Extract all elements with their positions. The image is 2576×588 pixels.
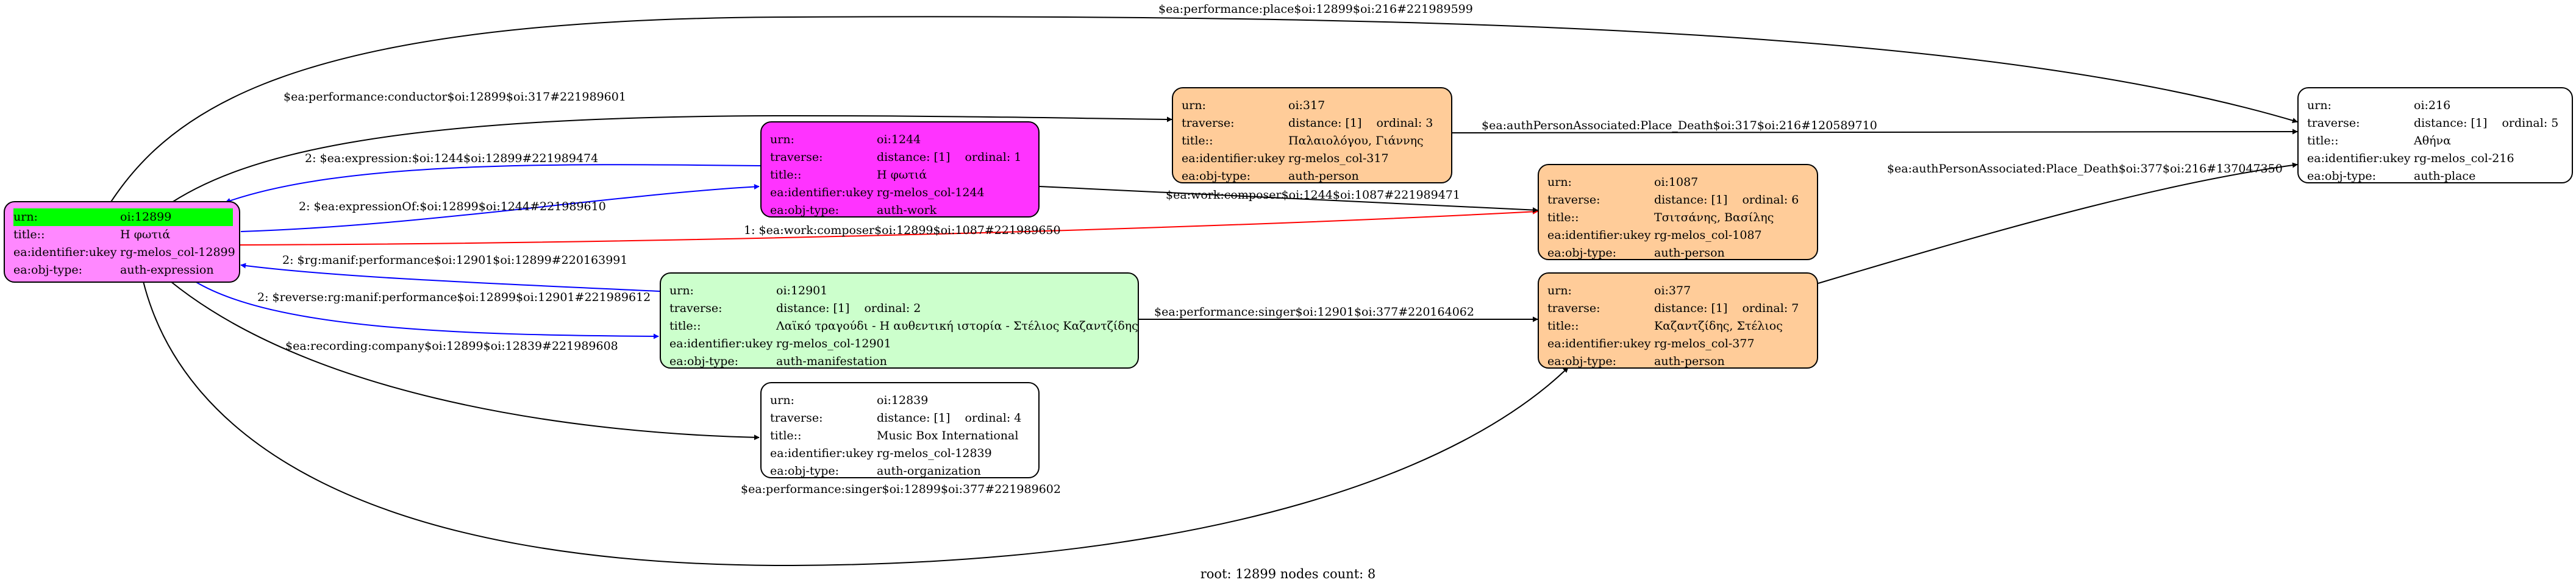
node-row-traverse: traverse:distance: [1]ordinal: 6 xyxy=(1547,193,1799,207)
node-row-title: title::Καζαντζίδης, Στέλιος xyxy=(1547,319,1783,333)
edge-place-death-377 xyxy=(1818,162,2298,284)
node-row-title: title::Η φωτιά xyxy=(13,228,171,241)
node-row-obj-type: ea:obj-type:auth-expression xyxy=(13,263,214,277)
node-row-title: title::Τσιτσάνης, Βασίλης xyxy=(1547,211,1774,224)
node-row-urn: urn:oi:1244 xyxy=(770,133,921,146)
node-row-traverse: traverse:distance: [1]ordinal: 2 xyxy=(669,302,921,315)
edge-work-composer-direct xyxy=(238,208,1538,246)
edge-label-expression: 2: $ea:expression:$oi:1244$oi:12899#2219… xyxy=(305,152,598,165)
node-row-obj-type: ea:obj-type:auth-place xyxy=(2307,169,2476,183)
node-row-urn: urn:oi:216 xyxy=(2307,99,2451,112)
node-row-obj-type: ea:obj-type:auth-manifestation xyxy=(669,355,887,368)
node-manifestation-12901[interactable]: urn:oi:12901 traverse:distance: [1]ordin… xyxy=(660,272,1139,369)
edge-expression xyxy=(225,164,761,204)
edge-manif-performance xyxy=(240,263,660,292)
node-row-urn: urn:oi:1087 xyxy=(1547,175,1699,189)
edge-label-reverse-manif-performance: 2: $reverse:rg:manif:performance$oi:1289… xyxy=(257,291,651,304)
node-person-317[interactable]: urn:oi:317 traverse:distance: [1]ordinal… xyxy=(1172,87,1452,183)
graph-footer: root: 12899 nodes count: 8 xyxy=(1200,567,1376,581)
node-row-urn: urn:oi:12839 xyxy=(770,394,929,407)
node-row-urn: urn:oi:12899 xyxy=(13,208,233,226)
edge-label-place-death-317: $ea:authPersonAssociated:Place_Death$oi:… xyxy=(1482,119,1877,132)
edge-label-performance-singer-manifestation: $ea:performance:singer$oi:12901$oi:377#2… xyxy=(1154,305,1474,319)
node-row-traverse: traverse:distance: [1]ordinal: 3 xyxy=(1182,116,1433,130)
node-row-title: title::Music Box International xyxy=(770,429,1019,442)
edge-label-performance-singer-expression: $ea:performance:singer$oi:12899$oi:377#2… xyxy=(741,483,1061,496)
node-row-title: title::Αθήνα xyxy=(2307,134,2451,147)
node-row-urn: urn:oi:317 xyxy=(1182,99,1325,112)
node-row-obj-type: ea:obj-type:auth-person xyxy=(1547,246,1725,260)
node-work-1244[interactable]: urn:oi:1244 traverse:distance: [1]ordina… xyxy=(760,121,1040,218)
edge-label-manif-performance: 2: $rg:manif:performance$oi:12901$oi:128… xyxy=(282,253,627,267)
node-row-traverse: traverse:distance: [1]ordinal: 4 xyxy=(770,411,1022,425)
edge-reverse-manif-performance xyxy=(194,281,659,339)
node-row-obj-type: ea:obj-type:auth-work xyxy=(770,204,937,217)
edge-label-expression-of: 2: $ea:expressionOf:$oi:12899$oi:1244#22… xyxy=(299,200,606,213)
edge-label-recording-company: $ea:recording:company$oi:12899$oi:12839#… xyxy=(285,339,618,353)
node-row-traverse: traverse:distance: [1]ordinal: 1 xyxy=(770,151,1022,164)
edge-place-death-317 xyxy=(1452,129,2298,135)
node-row-title: title::Η φωτιά xyxy=(770,168,927,182)
node-person-377[interactable]: urn:oi:377 traverse:distance: [1]ordinal… xyxy=(1538,272,1818,369)
edge-expression-of xyxy=(240,183,760,232)
node-place-216[interactable]: urn:oi:216 traverse:distance: [1]ordinal… xyxy=(2297,87,2573,183)
node-expression-12899[interactable]: urn:oi:12899 title::Η φωτιά ea:identifie… xyxy=(4,201,240,283)
edge-performance-singer-expression xyxy=(143,281,1569,567)
node-row-title: title::Λαϊκό τραγούδι - Η αυθεντική ιστο… xyxy=(669,319,1138,333)
node-row-traverse: traverse:distance: [1]ordinal: 5 xyxy=(2307,116,2559,130)
node-row-obj-type: ea:obj-type:auth-person xyxy=(1547,355,1725,368)
node-row-obj-type: ea:obj-type:auth-person xyxy=(1182,169,1359,183)
edge-label-place-death-377: $ea:authPersonAssociated:Place_Death$oi:… xyxy=(1887,162,2283,175)
node-row-traverse: traverse:distance: [1]ordinal: 7 xyxy=(1547,302,1799,315)
edge-label-work-composer: $ea:work:composer$oi:1244$oi:1087#221989… xyxy=(1166,188,1460,202)
edge-work-composer xyxy=(1039,186,1538,213)
edge-performance-conductor xyxy=(164,115,1172,208)
node-person-1087[interactable]: urn:oi:1087 traverse:distance: [1]ordina… xyxy=(1538,164,1818,260)
edge-performance-place xyxy=(91,16,2298,235)
edge-recording-company xyxy=(170,281,760,441)
node-row-urn: urn:oi:377 xyxy=(1547,284,1691,297)
node-row-title: title::Παλαιολόγου, Γιάννης xyxy=(1182,134,1424,147)
edge-label-performance-conductor: $ea:performance:conductor$oi:12899$oi:31… xyxy=(284,90,626,104)
node-row-obj-type: ea:obj-type:auth-organization xyxy=(770,464,981,478)
edge-label-performance-place: $ea:performance:place$oi:12899$oi:216#22… xyxy=(1158,2,1473,16)
node-organization-12839[interactable]: urn:oi:12839 traverse:distance: [1]ordin… xyxy=(760,382,1040,478)
node-row-urn: urn:oi:12901 xyxy=(669,284,828,297)
edge-label-work-composer-direct: 1: $ea:work:composer$oi:12899$oi:1087#22… xyxy=(744,224,1061,237)
